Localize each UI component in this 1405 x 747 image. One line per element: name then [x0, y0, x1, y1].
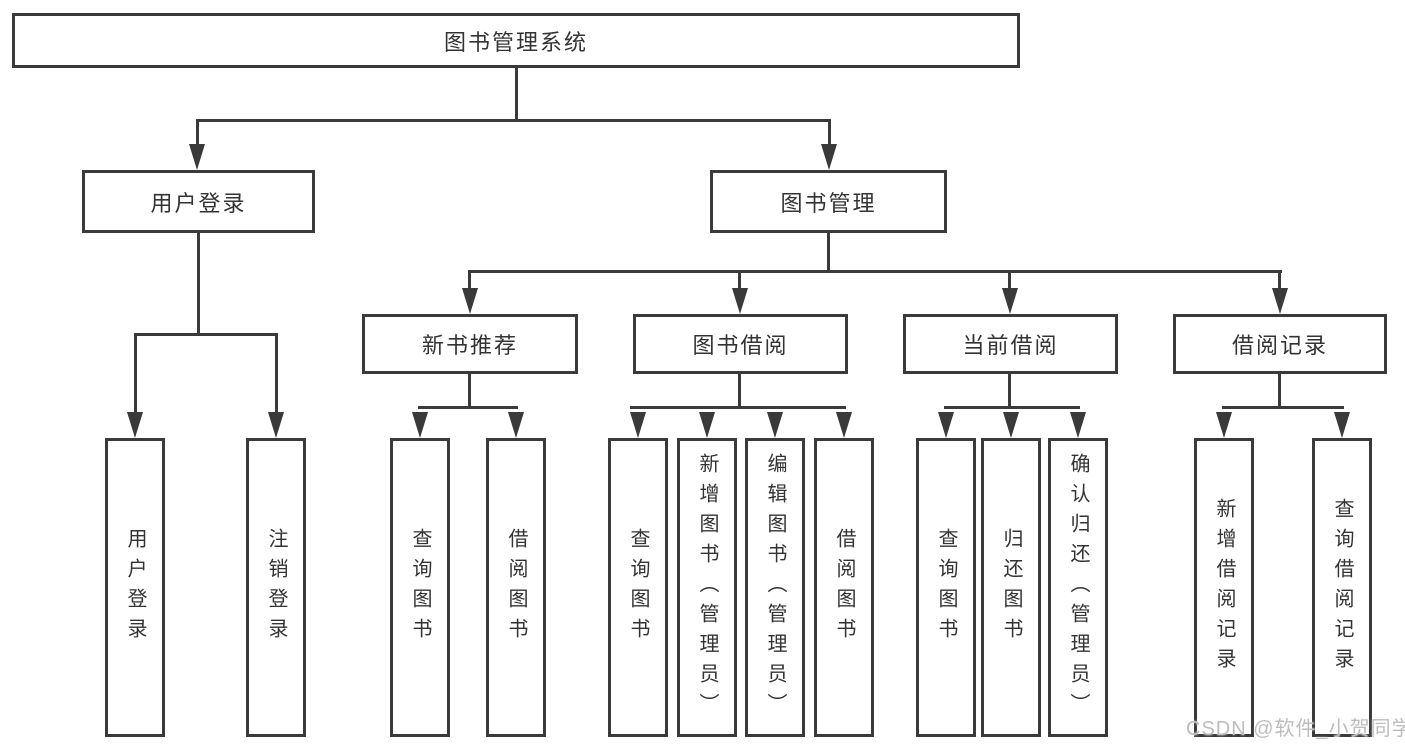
node-label: 新增借阅记录 — [1213, 497, 1235, 678]
node-label: 新增图书（管理员） — [696, 452, 718, 723]
arrow-down-icon — [630, 412, 646, 438]
node-label: 用户登录 — [124, 527, 146, 648]
connector-line — [134, 333, 137, 415]
node-add-book-admin: 新增图书（管理员） — [677, 438, 737, 737]
connector-line — [1278, 374, 1281, 409]
connector-line — [197, 233, 200, 335]
connector-line — [468, 270, 471, 290]
connector-line — [738, 374, 741, 409]
connector-line — [468, 270, 1282, 273]
connector-line — [1278, 270, 1281, 290]
arrow-down-icon — [268, 412, 284, 438]
node-label: 当前借阅 — [962, 333, 1059, 358]
csdn-watermark: CSDN @软件_小贺同学 — [1186, 718, 1405, 740]
node-add-borrow-record: 新增借阅记录 — [1194, 438, 1254, 737]
connector-line — [196, 119, 199, 147]
arrow-down-icon — [938, 412, 954, 438]
connector-line — [134, 333, 278, 336]
connector-line — [738, 270, 741, 290]
connector-line — [944, 406, 1080, 409]
node-edit-book-admin: 编辑图书（管理员） — [745, 438, 805, 737]
arrow-down-icon — [699, 412, 715, 438]
node-new-book-recommend: 新书推荐 — [362, 314, 578, 374]
arrow-down-icon — [127, 412, 143, 438]
connector-line — [1008, 374, 1011, 409]
node-root: 图书管理系统 — [12, 13, 1020, 68]
arrow-down-icon — [1003, 412, 1019, 438]
arrow-down-icon — [189, 144, 205, 170]
arrow-down-icon — [1334, 412, 1350, 438]
node-borrow-books-recommend: 借阅图书 — [486, 438, 546, 737]
node-label: 借阅记录 — [1231, 333, 1328, 358]
connector-line — [515, 68, 518, 121]
node-label: 借阅图书 — [833, 527, 855, 648]
node-query-books-current: 查询图书 — [916, 438, 976, 737]
node-current-borrowing: 当前借阅 — [903, 314, 1118, 374]
node-user-login: 用户登录 — [105, 438, 165, 737]
node-label: 归还图书 — [1000, 527, 1022, 648]
node-label: 查询图书 — [935, 527, 957, 648]
node-borrow-books: 借阅图书 — [814, 438, 874, 737]
node-user-login-module: 用户登录 — [82, 170, 315, 233]
connector-line — [828, 119, 831, 147]
connector-line — [196, 119, 831, 122]
connector-line — [275, 333, 278, 415]
node-book-management-module: 图书管理 — [710, 170, 947, 233]
node-borrow-records: 借阅记录 — [1173, 314, 1387, 374]
arrow-down-icon — [836, 412, 852, 438]
node-logout: 注销登录 — [246, 438, 306, 737]
arrow-down-icon — [1216, 412, 1232, 438]
node-label: 借阅图书 — [505, 527, 527, 648]
arrow-down-icon — [767, 412, 783, 438]
node-label: 用户登录 — [150, 190, 247, 216]
node-query-books-borrowing: 查询图书 — [608, 438, 668, 737]
connector-line — [827, 233, 830, 272]
node-query-borrow-record: 查询借阅记录 — [1312, 438, 1372, 737]
node-label: 查询图书 — [627, 527, 649, 648]
node-label: 新书推荐 — [421, 333, 518, 358]
arrow-down-icon — [1002, 288, 1018, 314]
node-query-books-recommend: 查询图书 — [390, 438, 450, 737]
node-label: 图书管理 — [780, 190, 877, 216]
node-confirm-return-admin: 确认归还（管理员） — [1048, 438, 1108, 737]
connector-line — [418, 406, 518, 409]
node-root-label: 图书管理系统 — [443, 29, 588, 55]
node-label: 查询借阅记录 — [1331, 497, 1353, 678]
node-label: 查询图书 — [409, 527, 431, 648]
arrow-down-icon — [462, 288, 478, 314]
connector-line — [630, 406, 846, 409]
connector-line — [1222, 406, 1344, 409]
arrow-down-icon — [1272, 288, 1288, 314]
arrow-down-icon — [821, 144, 837, 170]
connector-line — [468, 374, 471, 409]
node-label: 确认归还（管理员） — [1067, 452, 1089, 723]
arrow-down-icon — [508, 412, 524, 438]
node-label: 注销登录 — [265, 527, 287, 648]
connector-line — [1008, 270, 1011, 290]
node-label: 图书借阅 — [692, 333, 789, 358]
arrow-down-icon — [1070, 412, 1086, 438]
arrow-down-icon — [732, 288, 748, 314]
node-book-borrowing: 图书借阅 — [633, 314, 848, 374]
node-return-book: 归还图书 — [981, 438, 1041, 737]
node-label: 编辑图书（管理员） — [764, 452, 786, 723]
arrow-down-icon — [412, 412, 428, 438]
